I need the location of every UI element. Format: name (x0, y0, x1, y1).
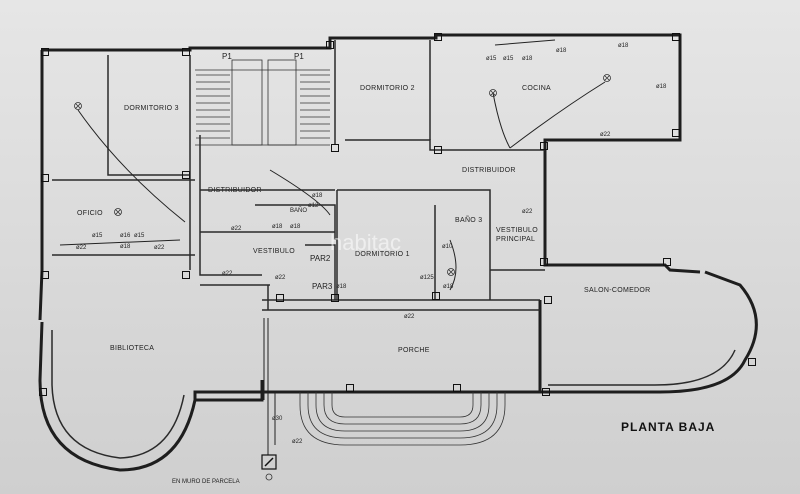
light-fixtures (74, 74, 611, 276)
annotation-d18-e: ø18 (120, 244, 131, 250)
staircase (195, 59, 330, 146)
label-salon: SALON-COMEDOR (584, 287, 651, 294)
label-biblioteca: BIBLIOTECA (110, 345, 154, 352)
column-marker (432, 292, 440, 300)
annotation-d125-a: ø125 (420, 275, 434, 281)
annotation-d22-b: ø22 (522, 209, 533, 215)
label-muro-parcela: EN MURO DE PARCELA (172, 479, 240, 485)
annotation-d15-a: ø15 (486, 56, 497, 62)
column-marker (544, 296, 552, 304)
label-bano: BAÑO (290, 207, 307, 214)
column-marker (346, 384, 354, 392)
column-marker (182, 48, 190, 56)
annotation-d10-a: ø10 (442, 244, 453, 250)
column-marker (663, 258, 671, 266)
label-vestibulo-principal-1: VESTIBULO (496, 227, 538, 234)
interior-walls (52, 40, 545, 310)
label-dormitorio3: DORMITORIO 3 (124, 105, 179, 112)
annotation-d22-d: ø22 (76, 245, 87, 251)
label-vestibulo: VESTIBULO (253, 248, 295, 255)
annotation-d18-b: ø18 (618, 43, 629, 49)
annotation-d22-i: ø22 (292, 439, 303, 445)
column-marker (453, 384, 461, 392)
label-par3: PAR3 (312, 282, 333, 291)
electrical-annotations: ø18 ø18 ø18 ø15 ø15 ø18 ø22 ø22 ø22 ø22 … (76, 43, 667, 445)
column-marker (748, 358, 756, 366)
label-distribuidor-right: DISTRIBUIDOR (462, 167, 516, 174)
column-marker (182, 271, 190, 279)
label-par2: PAR2 (310, 254, 331, 263)
label-stair-p1b: P1 (294, 52, 304, 61)
column-marker (331, 144, 339, 152)
watermark: habitac (330, 230, 401, 255)
annotation-d16-a: ø16 (120, 233, 131, 239)
annotation-d12-a: ø12 (308, 203, 319, 209)
column-marker (540, 142, 548, 150)
annotation-d30: ø30 (272, 416, 283, 422)
annotation-d18-c: ø18 (656, 84, 667, 90)
annotation-d22-f: ø22 (222, 271, 233, 277)
label-bano3: BAÑO 3 (455, 215, 482, 224)
label-oficio: OFICIO (77, 210, 103, 217)
column-marker (41, 174, 49, 182)
annotation-d22-c: ø22 (231, 226, 242, 232)
meter-box: EN MURO DE PARCELA (172, 454, 277, 485)
column-marker (41, 48, 49, 56)
annotation-d18-d: ø18 (522, 56, 533, 62)
annotation-d18-g: ø18 (272, 224, 283, 230)
annotation-d15-c: ø15 (92, 233, 103, 239)
annotation-d22-e: ø22 (154, 245, 165, 251)
label-dormitorio2: DORMITORIO 2 (360, 85, 415, 92)
column-markers (39, 33, 756, 396)
annotation-d15-d: ø15 (134, 233, 145, 239)
label-distribuidor-left: DISTRIBUIDOR (208, 187, 262, 194)
annotation-d18-j: ø18 (443, 284, 454, 290)
annotation-d18-i: ø18 (336, 284, 347, 290)
annotation-d22-g: ø22 (275, 275, 286, 281)
room-labels: DORMITORIO 3 DORMITORIO 2 COCINA DISTRIB… (77, 52, 651, 354)
exterior-walls (38, 33, 758, 472)
column-marker (542, 388, 550, 396)
label-porche: PORCHE (398, 347, 430, 354)
porch-steps (299, 392, 506, 446)
column-marker (276, 294, 284, 302)
column-marker (326, 41, 334, 49)
annotation-d22-h: ø22 (404, 314, 415, 320)
column-marker (434, 33, 442, 41)
label-dormitorio1: DORMITORIO 1 (355, 251, 410, 258)
electrical-wiring (59, 39, 606, 455)
label-vestibulo-principal-2: PRINCIPAL (496, 236, 535, 243)
column-marker (331, 294, 339, 302)
annotation-d15-b: ø15 (503, 56, 514, 62)
column-marker (41, 271, 49, 279)
annotation-d22-a: ø22 (600, 132, 611, 138)
annotation-d18-h: ø18 (290, 224, 301, 230)
column-marker (672, 33, 680, 41)
label-cocina: COCINA (522, 85, 551, 92)
column-marker (540, 258, 548, 266)
column-marker (182, 171, 190, 179)
annotation-d18-a: ø18 (556, 48, 567, 54)
column-marker (39, 388, 47, 396)
plan-title: PLANTA BAJA (621, 420, 715, 434)
column-marker (672, 129, 680, 137)
label-stair-p1a: P1 (222, 52, 232, 61)
column-marker (434, 146, 442, 154)
annotation-d18-f: ø18 (312, 193, 323, 199)
